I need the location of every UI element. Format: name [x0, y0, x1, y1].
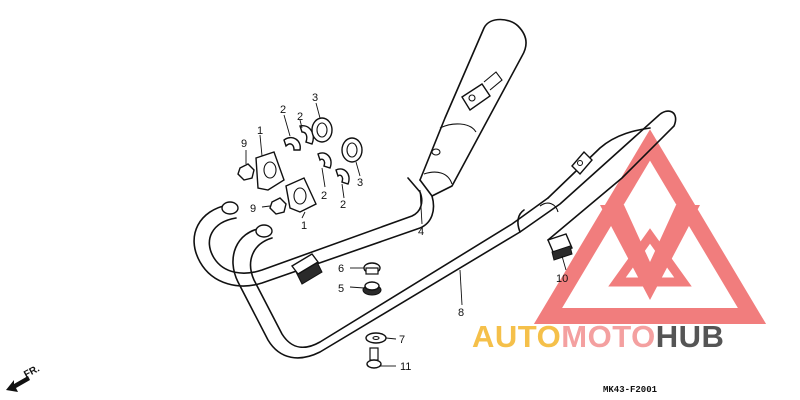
nuts-part-9	[237, 163, 287, 215]
direction-label: FR.	[22, 363, 42, 380]
callout-11: 11	[400, 361, 411, 373]
callout-7: 7	[399, 334, 405, 346]
washer-part-7	[365, 332, 387, 344]
callout-3-a: 3	[312, 92, 318, 104]
lower-muffler-pipe	[232, 110, 677, 359]
callout-10: 10	[556, 273, 568, 285]
callout-1-upper: 1	[257, 125, 263, 137]
callout-2-c: 2	[321, 190, 327, 202]
callout-numbers: 1 1 2 2 2 2 3 3 4 5 6 7 8 9 9 10 11	[241, 92, 568, 373]
bolt-part-11	[366, 347, 382, 369]
flange-part-1-upper	[255, 151, 285, 191]
callout-2-a: 2	[280, 104, 286, 116]
svg-text:AUTOMOTOHUB: AUTOMOTOHUB	[472, 319, 724, 354]
callout-9-upper: 9	[241, 138, 247, 150]
callout-1-lower: 1	[301, 220, 307, 232]
split-collars-part-2	[283, 125, 350, 185]
diagram-code: MK43-F2001	[603, 385, 658, 395]
wordmark-moto: MOTO	[561, 319, 655, 354]
callout-5: 5	[338, 283, 344, 295]
watermark-triangle-logo	[533, 129, 767, 324]
collar-part-6	[363, 262, 381, 275]
callout-2-b: 2	[297, 111, 303, 123]
pipe-collars	[221, 201, 273, 238]
flange-part-1-lower	[285, 177, 317, 213]
callout-2-d: 2	[340, 199, 346, 211]
gaskets-part-3	[311, 117, 363, 163]
callout-8: 8	[458, 307, 464, 319]
callout-9-lower: 9	[250, 203, 256, 215]
callout-4: 4	[418, 226, 424, 238]
callout-6: 6	[338, 263, 344, 275]
leader-lines	[245, 102, 567, 367]
callout-3-b: 3	[357, 177, 363, 189]
wordmark-auto: AUTO	[472, 319, 561, 354]
wordmark-hub: HUB	[656, 319, 725, 354]
rubber-mount-part-5	[362, 281, 382, 296]
front-direction-arrow: FR.	[6, 363, 42, 392]
watermark-wordmark: AUTOMOTOHUB	[472, 319, 724, 354]
